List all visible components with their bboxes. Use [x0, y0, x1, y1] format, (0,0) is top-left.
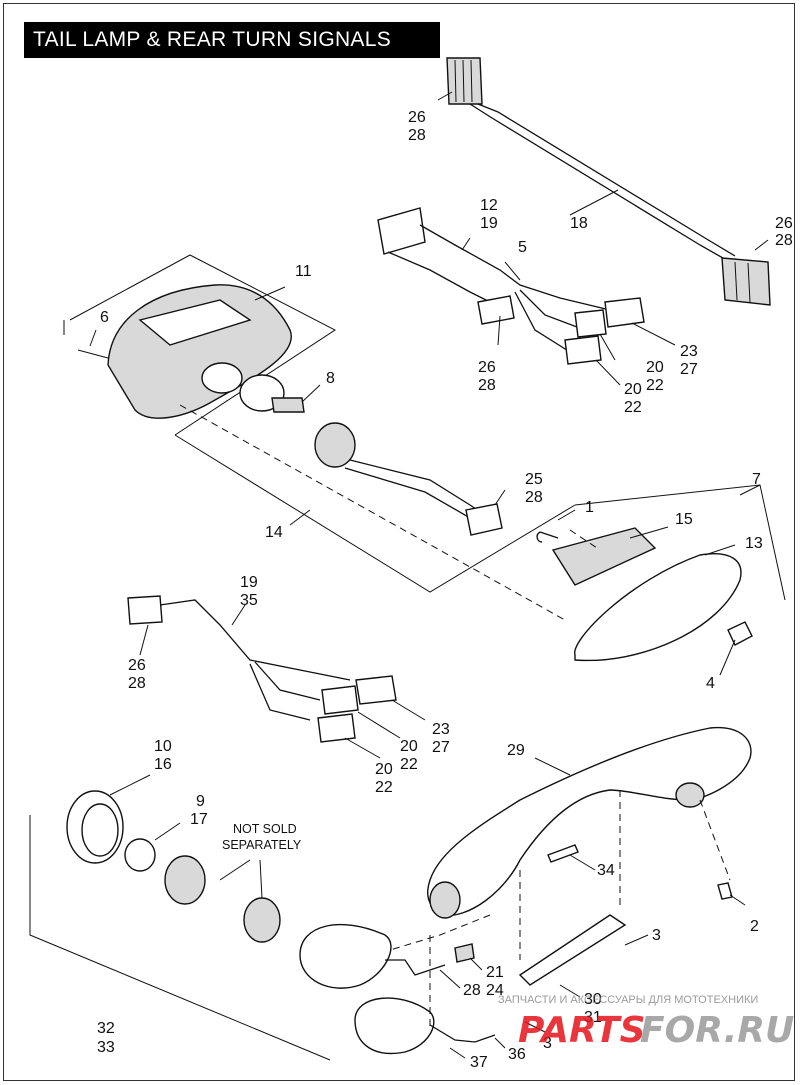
not-sold-separately-note: NOT SOLD SEPARATELY — [222, 822, 302, 852]
callout-8: 8 — [326, 370, 335, 387]
callout-22-top: 22 — [646, 377, 664, 394]
callout-20-top: 20 — [646, 359, 664, 376]
watermark-tagline: ЗАПЧАСТИ И АКСЕССУАРЫ ДЛЯ МОТОТЕХНИКИ — [498, 994, 758, 1006]
callout-29: 29 — [507, 742, 525, 759]
harness-18 — [446, 57, 771, 306]
callout-12: 12 — [480, 197, 498, 214]
watermark: ЗАПЧАСТИ И АКСЕССУАРЫ ДЛЯ МОТОТЕХНИКИ PA… — [498, 994, 794, 1051]
callout-18: 18 — [570, 215, 588, 232]
callout-2: 2 — [750, 918, 759, 935]
callout-31: 31 — [584, 1009, 602, 1026]
page-title: TAIL LAMP & REAR TURN SIGNALS — [24, 22, 440, 58]
callout-4: 4 — [706, 675, 715, 692]
harness-19-35 — [127, 595, 397, 743]
callout-28-low: 28 — [463, 982, 481, 999]
callout-7: 7 — [752, 471, 761, 488]
group-outline-32-33 — [29, 815, 331, 1061]
callout-10: 10 — [154, 738, 172, 755]
callout-30: 30 — [584, 991, 602, 1008]
callout-28-top: 28 — [408, 127, 426, 144]
callout-9: 9 — [196, 793, 205, 810]
callout-22-top2: 22 — [624, 399, 642, 416]
callout-28-left: 28 — [128, 675, 146, 692]
turn-signal-assembly — [66, 790, 496, 1055]
callout-28-25: 28 — [525, 489, 543, 506]
callout-20-top2: 20 — [624, 381, 642, 398]
callout-24: 24 — [486, 982, 504, 999]
note-line-1: NOT SOLD — [233, 822, 297, 836]
callout-26-top: 26 — [408, 109, 426, 126]
callout-27-mid: 27 — [432, 739, 450, 756]
note-line-2: SEPARATELY — [222, 838, 302, 852]
callout-19-mid: 19 — [240, 574, 258, 591]
callout-28-right: 28 — [775, 232, 793, 249]
callout-34: 34 — [597, 862, 615, 879]
callout-22-mid: 22 — [400, 756, 418, 773]
callout-6: 6 — [100, 309, 109, 326]
callout-20-mid: 20 — [400, 738, 418, 755]
callout-35: 35 — [240, 592, 258, 609]
callout-26-right: 26 — [775, 215, 793, 232]
callout-14: 14 — [265, 524, 283, 541]
callout-15: 15 — [675, 511, 693, 528]
callout-3-lower: 3 — [543, 1035, 552, 1052]
watermark-logo-forru: FOR.RU — [640, 1010, 794, 1051]
page-border — [3, 3, 795, 1081]
callout-26-mid: 26 — [478, 359, 496, 376]
callout-23-top: 23 — [680, 343, 698, 360]
lens-and-bracket-13-15 — [536, 527, 753, 662]
callout-33: 33 — [97, 1039, 115, 1056]
callout-13: 13 — [745, 535, 763, 552]
callout-16: 16 — [154, 756, 172, 773]
assembly-dash-lines — [179, 404, 731, 1030]
callout-25: 25 — [525, 471, 543, 488]
callout-19-top: 19 — [480, 215, 498, 232]
callout-28-mid: 28 — [478, 377, 496, 394]
callout-5: 5 — [518, 239, 527, 256]
callout-27-top: 27 — [680, 361, 698, 378]
callout-11: 11 — [295, 263, 312, 280]
callout-37: 37 — [470, 1054, 488, 1071]
callout-labels: 26 28 18 26 28 12 19 5 11 6 26 28 23 27 … — [97, 109, 793, 1071]
callout-20-mid2: 20 — [375, 761, 393, 778]
bulb-and-socket-8 — [239, 374, 503, 536]
callout-17: 17 — [190, 811, 208, 828]
mount-bracket-29 — [427, 726, 752, 986]
callout-3-upper: 3 — [652, 927, 661, 944]
harness-12-19 — [377, 207, 645, 365]
callout-23-mid: 23 — [432, 721, 450, 738]
callout-21: 21 — [486, 964, 504, 981]
callout-26-left: 26 — [128, 657, 146, 674]
callout-32: 32 — [97, 1020, 115, 1037]
tail-lamp-housing-11 — [77, 284, 292, 419]
callout-22-mid2: 22 — [375, 779, 393, 796]
callout-36: 36 — [508, 1046, 526, 1063]
callout-1: 1 — [585, 499, 594, 516]
leader-lines — [89, 91, 769, 1059]
watermark-logo-parts: PARTS — [518, 1010, 646, 1051]
